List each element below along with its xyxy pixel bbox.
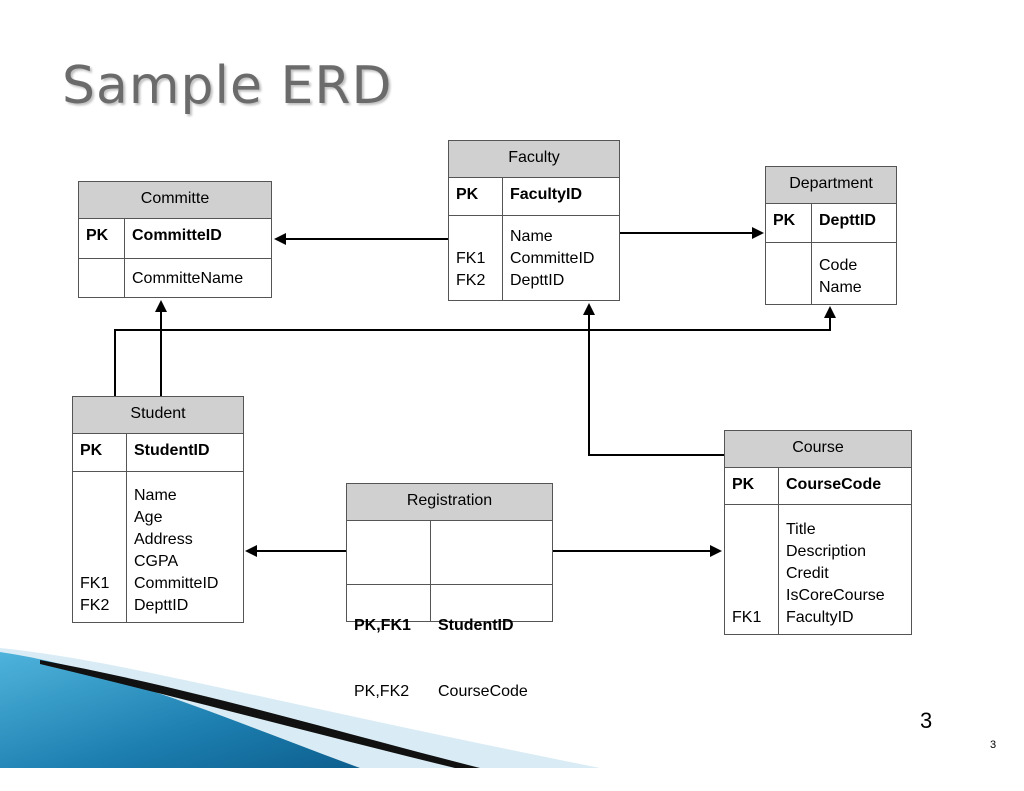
entity-registration[interactable]: Registration PK,FK1 PK,FK2 StudentID Cou… [346, 483, 553, 700]
entity-student[interactable]: Student PK StudentID FK1 FK2 Name Age Ad… [72, 396, 244, 623]
slide-title: Sample ERD [62, 56, 393, 116]
corner-swoosh-decoration [0, 648, 600, 768]
entity-course-attr-keys: FK1 [725, 505, 779, 635]
entity-department-header: Department [766, 167, 896, 204]
entity-student-header: Student [73, 397, 243, 434]
entity-committe[interactable]: Committe PK CommitteID CommitteName [78, 181, 272, 298]
entity-department-pk-field: DepttID [819, 212, 876, 229]
entity-faculty-header: Faculty [449, 141, 619, 178]
entity-registration-empty-key [347, 585, 431, 622]
entity-course-header: Course [725, 431, 911, 468]
entity-registration-empty-field [431, 585, 438, 622]
entity-registration-header: Registration [347, 484, 552, 521]
entity-student-attrs: Name Age Address CGPA CommitteID DepttID [134, 487, 219, 614]
entity-student-pk-key: PK [73, 434, 127, 471]
entity-course[interactable]: Course PK CourseCode FK1 Title Descripti… [724, 430, 912, 635]
entity-course-pk-key: PK [725, 468, 779, 504]
entity-committe-pk-field: CommitteID [132, 227, 222, 244]
entity-faculty-pk-field: FacultyID [510, 186, 583, 203]
rel-course-faculty [583, 303, 724, 456]
rel-student-department [114, 306, 836, 396]
entity-faculty-attrs: Name CommitteID DepttID [510, 228, 595, 289]
entity-department-attrs: Code Name [819, 257, 862, 296]
entity-registration-pk-key-1: PK,FK1 [354, 617, 411, 634]
entity-course-attrs: Title Description Credit IsCoreCourse Fa… [786, 521, 885, 626]
page-number-small: 3 [990, 739, 997, 751]
entity-department-pk-key: PK [766, 204, 812, 242]
entity-committe-header: Committe [79, 182, 271, 219]
entity-faculty-pk-key: PK [449, 178, 503, 215]
diagram-canvas [0, 227, 836, 768]
entity-student-attr-keys: FK1 FK2 [73, 472, 127, 623]
entity-committe-pk-key: PK [79, 219, 125, 258]
entity-course-pk-field: CourseCode [786, 476, 882, 493]
entity-faculty[interactable]: Faculty PK FacultyID FK1 FK2 Name Commit… [448, 140, 620, 301]
entity-registration-pk-key-2: PK,FK2 [354, 683, 410, 700]
entity-faculty-attr-keys: FK1 FK2 [449, 216, 503, 301]
entity-student-pk-field: StudentID [134, 442, 210, 459]
entity-department[interactable]: Department PK DepttID Code Name [765, 166, 897, 305]
entity-department-attr-keys [766, 243, 812, 305]
entity-registration-pk-field-2: CourseCode [438, 683, 528, 700]
entity-committe-attrs: CommitteName [132, 270, 244, 287]
entity-committe-attr-keys [79, 259, 125, 298]
page-number: 3 [920, 708, 933, 733]
entity-registration-pk-field-1: StudentID [438, 617, 514, 634]
